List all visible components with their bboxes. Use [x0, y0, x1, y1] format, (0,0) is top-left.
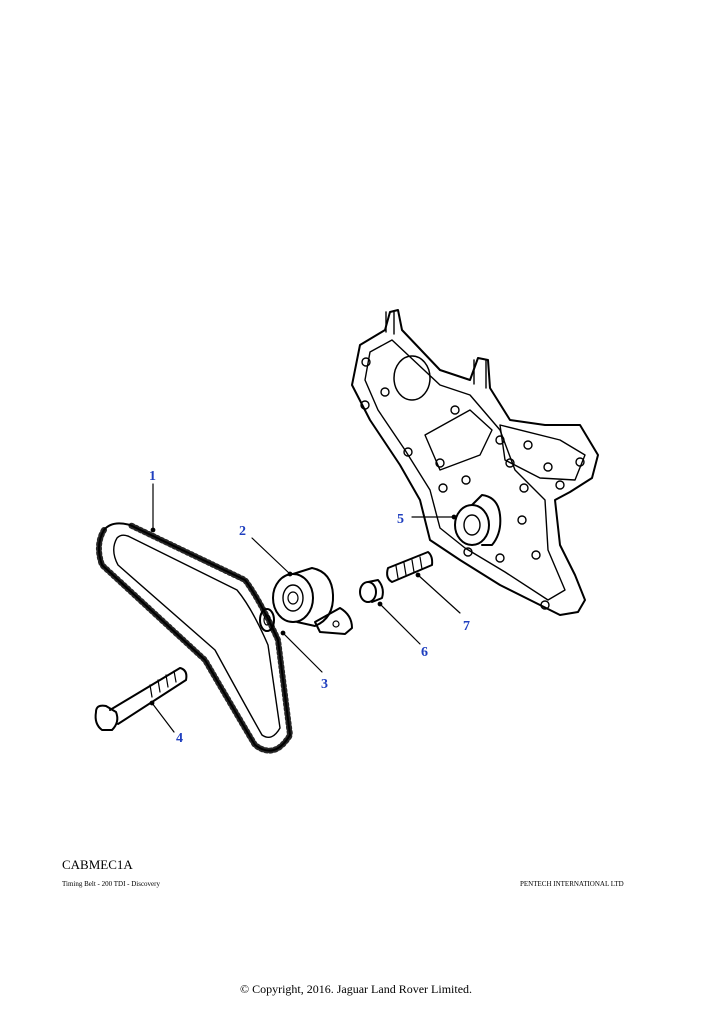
diagram-code: CABMEC1A	[62, 857, 133, 872]
timing-belt	[96, 522, 293, 754]
timing-housing	[351, 309, 599, 616]
diagram-subtitle: Timing Belt - 200 TDI - Discovery	[62, 880, 160, 888]
washer	[259, 608, 275, 632]
spacer-nut	[359, 579, 384, 603]
callout-1: 1	[149, 469, 156, 484]
callout-7: 7	[463, 619, 470, 634]
copyright-notice: © Copyright, 2016. Jaguar Land Rover Lim…	[239, 982, 473, 996]
idler-pulley	[454, 494, 502, 546]
leader-lines	[149, 483, 461, 733]
tensioner-pulley	[272, 567, 353, 635]
stud	[386, 551, 434, 583]
bolt	[94, 667, 188, 731]
callout-5: 5	[397, 512, 404, 527]
company-name: PENTECH INTERNATIONAL LTD	[520, 880, 624, 888]
callout-3: 3	[321, 677, 328, 692]
callout-4: 4	[176, 731, 183, 746]
callout-6: 6	[421, 645, 428, 660]
callout-2: 2	[239, 524, 246, 539]
